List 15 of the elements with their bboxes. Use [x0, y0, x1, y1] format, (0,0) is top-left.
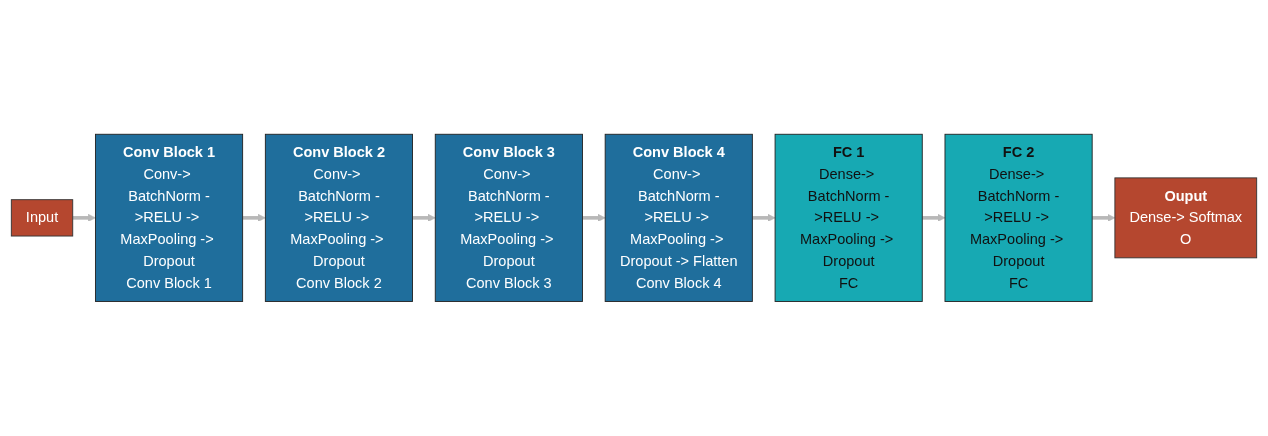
arrow — [582, 214, 606, 222]
node-box: Input — [10, 199, 74, 237]
node-box: Conv Block 3 Conv-> BatchNorm ->RELU -> MaxPooling -> Dropout Conv Block 3 — [434, 133, 583, 303]
node-box: Ouput Dense-> Softmax O — [1114, 177, 1258, 259]
node-box: Conv Block 2 Conv-> BatchNorm ->RELU -> MaxPooling -> Dropout Conv Block 2 — [264, 133, 413, 303]
node-box: Conv Block 1 Conv-> BatchNorm ->RELU -> MaxPooling -> Dropout Conv Block 1 — [95, 133, 244, 303]
node-box: Conv Block 4 Conv-> BatchNorm ->RELU -> MaxPooling -> Dropout -> Flatten Conv Block 4 — [604, 133, 753, 303]
arrow — [752, 214, 776, 222]
arrow — [1092, 214, 1116, 222]
arrow — [412, 214, 436, 222]
arrow — [72, 214, 96, 222]
node-box: FC 2 Dense-> BatchNorm ->RELU -> MaxPooling -> Dropout FC — [944, 133, 1093, 303]
arrow — [242, 214, 266, 222]
node-box: FC 1 Dense-> BatchNorm ->RELU -> MaxPooling -> Dropout FC — [774, 133, 923, 303]
arrow — [922, 214, 946, 222]
